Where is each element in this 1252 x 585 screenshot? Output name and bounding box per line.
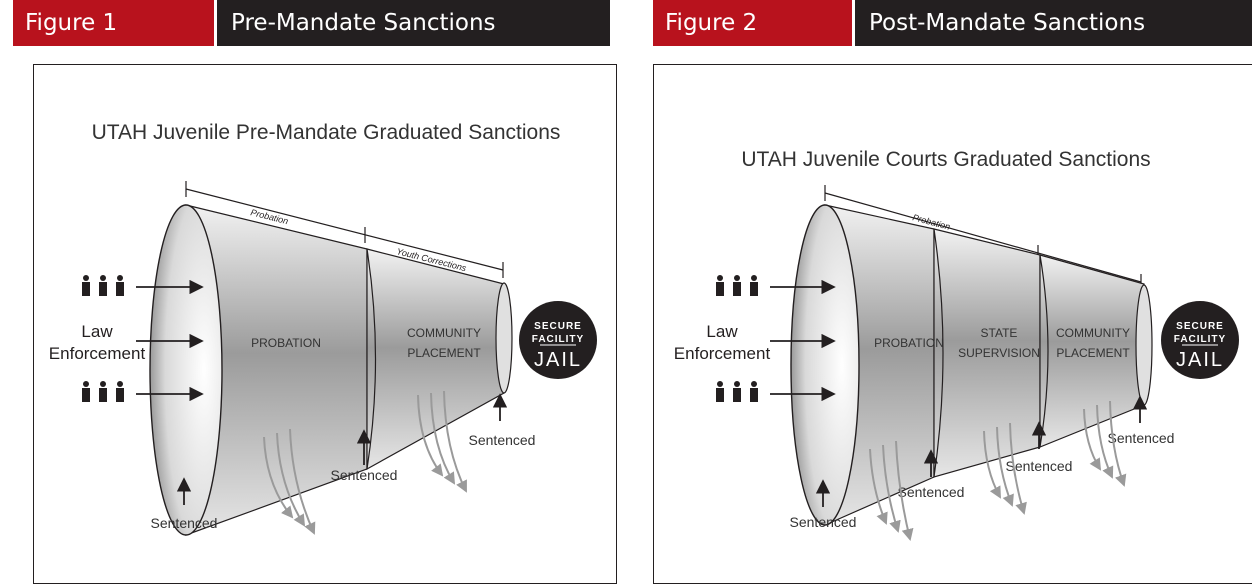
figure-2-diagram: UTAH Juvenile Courts Graduated Sanctions… bbox=[674, 148, 1239, 541]
figure-2-funnel-mouth bbox=[790, 204, 860, 526]
figure-1-stage-probation: PROBATION bbox=[251, 336, 321, 350]
figure-2-facility-line1: SECURE bbox=[1176, 321, 1224, 332]
figure-2-header: Figure 2 Post-Mandate Sanctions bbox=[653, 0, 1252, 46]
figure-2-facility-line3: JAIL bbox=[1176, 349, 1224, 371]
figure-1-exit-arrows bbox=[263, 390, 467, 535]
figure-2-sentenced-1: Sentenced bbox=[790, 514, 857, 530]
figure-1-sentenced-2: Sentenced bbox=[331, 467, 398, 483]
figure-2-diagram-title: UTAH Juvenile Courts Graduated Sanctions bbox=[741, 148, 1150, 171]
figure-2-facility-line2: FACILITY bbox=[1174, 334, 1226, 345]
figure-2-secure-facility-badge: SECURE FACILITY JAIL bbox=[1161, 301, 1239, 379]
figure-2-stage-supervision-line2: SUPERVISION bbox=[958, 346, 1040, 360]
figure-1-stage-placement-line2: PLACEMENT bbox=[407, 346, 481, 360]
figure-1-people-icon-bottom bbox=[82, 381, 124, 402]
figure-2-title: Post-Mandate Sanctions bbox=[852, 0, 1252, 46]
figure-1-sentenced-arrows bbox=[176, 393, 508, 505]
figure-2-sentenced-arrows bbox=[815, 395, 1148, 507]
figure-2-exit-arrows bbox=[869, 400, 1127, 541]
figure-1-stage-placement-line1: COMMUNITY bbox=[407, 326, 481, 340]
figure-1-facility-line1: SECURE bbox=[534, 321, 582, 332]
figure-2-stage-probation: PROBATION bbox=[874, 336, 944, 350]
figure-1-panel: UTAH Juvenile Pre-Mandate Graduated Sanc… bbox=[33, 64, 617, 584]
figure-2-funnel-end bbox=[1135, 284, 1153, 406]
figure-1-funnel-mouth bbox=[149, 204, 223, 536]
figure-1-diagram-title: UTAH Juvenile Pre-Mandate Graduated Sanc… bbox=[92, 121, 561, 144]
figure-1-facility-line2: FACILITY bbox=[532, 334, 584, 345]
figure-2-entry-arrows bbox=[770, 279, 836, 402]
figure-1-facility-line3: JAIL bbox=[534, 349, 582, 371]
figure-2-stage-placement-line2: PLACEMENT bbox=[1056, 346, 1130, 360]
figure-2-sentenced-4: Sentenced bbox=[1108, 430, 1175, 446]
figure-2-panel: UTAH Juvenile Courts Graduated Sanctions… bbox=[653, 64, 1252, 584]
figure-1-number: Figure 1 bbox=[13, 0, 214, 46]
figure-1-law-label-line1: Law bbox=[81, 322, 113, 341]
figure-1-title: Pre-Mandate Sanctions bbox=[214, 0, 610, 46]
figure-1-header: Figure 1 Pre-Mandate Sanctions bbox=[13, 0, 610, 46]
figure-1-secure-facility-badge: SECURE FACILITY JAIL bbox=[519, 301, 597, 379]
figure-1-people-icon-top bbox=[82, 275, 124, 296]
figure-1-bracket bbox=[185, 181, 504, 278]
figure-2-law-label-line2: Enforcement bbox=[674, 344, 771, 363]
figure-2-stage-placement-line1: COMMUNITY bbox=[1056, 326, 1130, 340]
figure-1-sentenced-3: Sentenced bbox=[469, 432, 536, 448]
figure-1-diagram: UTAH Juvenile Pre-Mandate Graduated Sanc… bbox=[49, 121, 597, 536]
figure-1-sentenced-1: Sentenced bbox=[151, 515, 218, 531]
figure-2-law-label-line1: Law bbox=[706, 322, 738, 341]
figure-2-number: Figure 2 bbox=[653, 0, 852, 46]
figure-1-entry-arrows bbox=[136, 279, 204, 402]
figure-2-sentenced-3: Sentenced bbox=[1006, 458, 1073, 474]
figure-1-funnel-end bbox=[495, 282, 513, 394]
figure-2-divider-1 bbox=[933, 228, 944, 478]
figure-2-people-icon-top bbox=[716, 275, 758, 296]
figure-1-law-label-line2: Enforcement bbox=[49, 344, 146, 363]
figure-2-stage-supervision-line1: STATE bbox=[981, 326, 1018, 340]
figure-2-people-icon-bottom bbox=[716, 381, 758, 402]
figure-2-sentenced-2: Sentenced bbox=[898, 484, 965, 500]
